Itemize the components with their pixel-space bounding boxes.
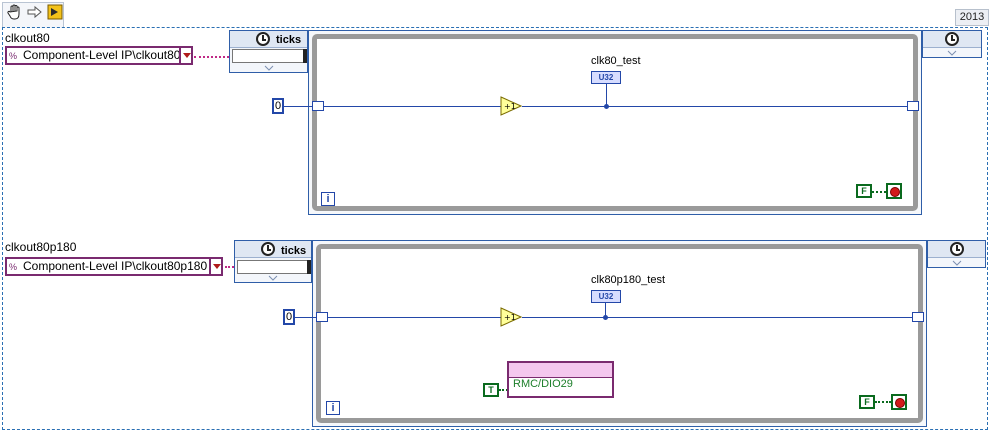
clkout80p180-control-value: Component-Level IP\clkout80p180 xyxy=(23,259,208,273)
true-constant[interactable]: T xyxy=(483,383,499,397)
wire-const-1 xyxy=(284,106,312,107)
shift-register-left-1[interactable] xyxy=(312,101,324,111)
wire-indicator-2 xyxy=(605,302,606,317)
clock-wire xyxy=(194,56,229,58)
increment-icon[interactable]: +1 xyxy=(500,96,522,116)
svg-text:+1: +1 xyxy=(504,102,516,111)
terminal-bar xyxy=(303,49,307,63)
loop-constant-1[interactable]: 0 xyxy=(272,98,284,114)
wire-const-2 xyxy=(295,317,316,318)
chevron-down-icon[interactable] xyxy=(952,260,962,266)
clkout80-control-value: Component-Level IP\clkout80 xyxy=(23,48,181,62)
highlight-icon[interactable] xyxy=(46,3,64,21)
wire-junction-2 xyxy=(603,315,608,320)
chevron-down-icon[interactable] xyxy=(947,50,957,56)
arrow-right-icon[interactable] xyxy=(26,3,44,21)
ticks-label: ticks xyxy=(276,34,302,46)
shift-register-right-2[interactable] xyxy=(912,312,924,322)
indicator-label-2: clk80p180_test xyxy=(591,274,665,286)
wire-sr-inc-2 xyxy=(328,317,501,318)
increment-icon[interactable]: +1 xyxy=(500,307,522,327)
svg-text:+1: +1 xyxy=(504,313,516,322)
timed-loop-frame-1 xyxy=(312,34,918,211)
clock-icon xyxy=(261,242,275,256)
clkout80p180-label: clkout80p180 xyxy=(5,240,77,254)
clkout80-label: clkout80 xyxy=(5,31,50,45)
dropdown-arrow-icon[interactable] xyxy=(209,257,223,276)
wire-indicator-1 xyxy=(606,84,607,106)
clock-icon xyxy=(256,32,270,46)
wire-inc-sr-1 xyxy=(522,106,908,107)
clock-icon xyxy=(950,242,964,256)
clock-wire xyxy=(225,266,234,268)
dropdown-arrow-icon[interactable] xyxy=(179,46,193,65)
false-constant-2[interactable]: F xyxy=(859,395,875,409)
wire-inc-sr-2 xyxy=(522,317,912,318)
stop-icon[interactable] xyxy=(891,394,907,410)
diagram-frame xyxy=(2,27,988,430)
wire-stop-2 xyxy=(875,401,891,403)
timed-sequence-output-1[interactable] xyxy=(922,30,982,58)
timed-sequence-input[interactable]: ticks xyxy=(229,30,308,73)
io-node-header xyxy=(509,363,612,378)
clock-icon xyxy=(945,32,959,46)
clkout80p180-control[interactable]: % Component-Level IP\clkout80p180 xyxy=(5,257,223,276)
false-constant-1[interactable]: F xyxy=(856,184,872,198)
ticks-label: ticks xyxy=(281,245,307,257)
stop-icon[interactable] xyxy=(886,183,902,199)
io-node-name: RMC/DIO29 xyxy=(513,378,573,390)
timing-terminal[interactable] xyxy=(232,49,304,63)
chevron-down-icon[interactable] xyxy=(268,275,278,281)
shift-register-right-1[interactable] xyxy=(907,101,919,111)
shift-register-left-2[interactable] xyxy=(316,312,328,322)
timed-loop-frame-2 xyxy=(316,244,923,423)
iteration-terminal-2: i xyxy=(326,401,340,415)
iteration-terminal-1: i xyxy=(321,192,335,206)
chevron-down-icon[interactable] xyxy=(264,65,274,71)
percent-icon: % xyxy=(9,51,18,61)
clkout80-control[interactable]: % Component-Level IP\clkout80 xyxy=(5,46,193,65)
terminal-bar xyxy=(307,260,311,274)
wire-junction-1 xyxy=(604,104,609,109)
loop-constant-2[interactable]: 0 xyxy=(283,309,295,325)
io-node[interactable]: RMC/DIO29 xyxy=(507,361,614,398)
wire-io xyxy=(499,389,508,391)
hand-icon[interactable] xyxy=(6,3,24,21)
indicator-label-1: clk80_test xyxy=(591,55,641,67)
wire-sr-inc-1 xyxy=(324,106,501,107)
timed-sequence-input[interactable]: ticks xyxy=(234,240,312,283)
timed-sequence-output-2[interactable] xyxy=(927,240,986,268)
year-badge: 2013 xyxy=(955,9,989,26)
timing-terminal[interactable] xyxy=(237,260,308,274)
indicator-u32-2[interactable]: U32 xyxy=(591,290,621,303)
wire-stop-1 xyxy=(872,191,886,193)
indicator-u32-1[interactable]: U32 xyxy=(591,71,621,84)
percent-icon: % xyxy=(9,262,18,272)
